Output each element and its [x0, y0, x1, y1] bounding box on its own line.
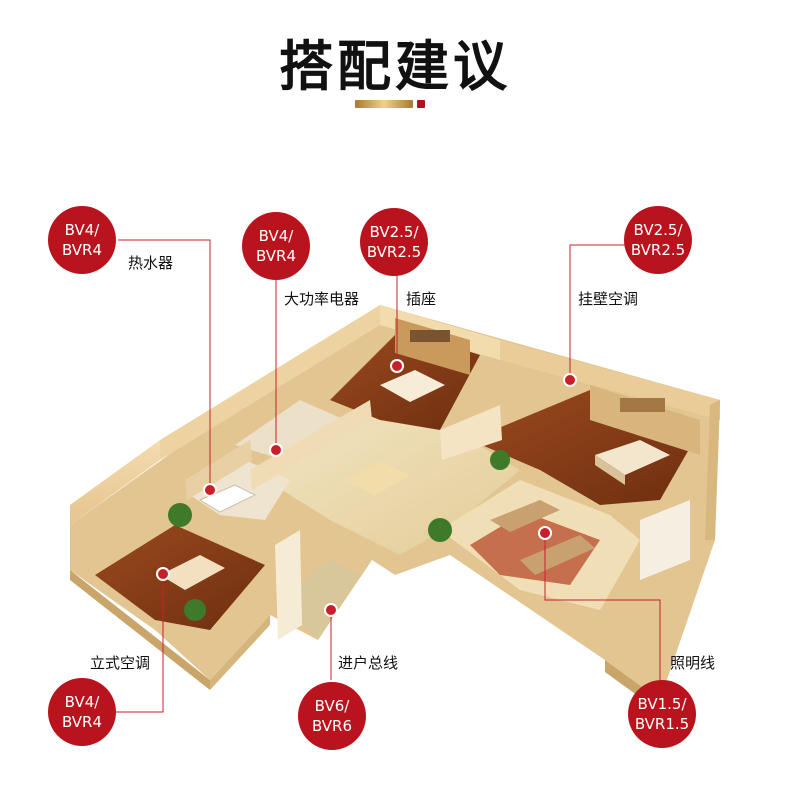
badge-lighting: BV1.5/ BVR1.5 [628, 680, 696, 748]
badge-spec-top: BV4/ [64, 693, 100, 711]
leader-water-heater [118, 239, 211, 490]
room-walls [70, 305, 720, 640]
label-water-heater: 热水器 [128, 254, 174, 272]
page-title: 搭配建议 [279, 35, 511, 98]
badge-spec-bottom: BVR4 [255, 247, 297, 265]
label-wall-ac: 挂壁空调 [578, 290, 639, 308]
badge-high-power: BV4/ BVR4 [242, 212, 310, 280]
badge-spec-bottom: BVR4 [61, 713, 103, 731]
badge-socket: BV2.5/ BVR2.5 [360, 208, 428, 276]
badge-spec-bottom: BVR1.5 [634, 715, 690, 733]
badge-spec-top: BV4/ [258, 227, 294, 245]
label-entry-main: 进户总线 [338, 654, 399, 672]
furniture [160, 370, 670, 621]
title-underline-red [417, 100, 425, 108]
badge-spec-bottom: BVR6 [311, 717, 353, 735]
marker-dots [156, 359, 577, 617]
badge-spec-top: BV2.5/ [633, 221, 683, 239]
badge-spec-top: BV4/ [64, 221, 100, 239]
label-lighting: 照明线 [670, 654, 716, 672]
dot-entry-main [324, 603, 338, 617]
badge-entry-main: BV6/ BVR6 [298, 682, 366, 750]
dot-lighting [538, 526, 552, 540]
badge-spec-top: BV1.5/ [637, 695, 687, 713]
badge-water-heater: BV4/ BVR4 [48, 206, 116, 274]
leader-lines [110, 239, 661, 713]
badge-spec-top: BV6/ [314, 697, 350, 715]
label-socket: 插座 [406, 290, 437, 308]
label-high-power: 大功率电器 [284, 290, 360, 308]
badge-spec-bottom: BVR2.5 [630, 241, 686, 259]
badge-spec-top: BV2.5/ [369, 223, 419, 241]
badge-spec-bottom: BVR2.5 [366, 243, 422, 261]
badge-wall-ac: BV2.5/ BVR2.5 [624, 206, 692, 274]
title-underline-gold [355, 100, 413, 108]
badge-floor-ac: BV4/ BVR4 [48, 678, 116, 746]
label-floor-ac: 立式空调 [90, 654, 151, 672]
dot-socket [390, 359, 404, 373]
title-underline [355, 100, 425, 108]
dot-water-heater [203, 483, 217, 497]
leader-wall-ac [569, 244, 628, 380]
leader-lighting [544, 533, 661, 680]
dot-high-power [269, 443, 283, 457]
leader-floor-ac [110, 574, 164, 713]
badge-spec-bottom: BVR4 [61, 241, 103, 259]
dot-wall-ac [563, 373, 577, 387]
dot-floor-ac [156, 567, 170, 581]
